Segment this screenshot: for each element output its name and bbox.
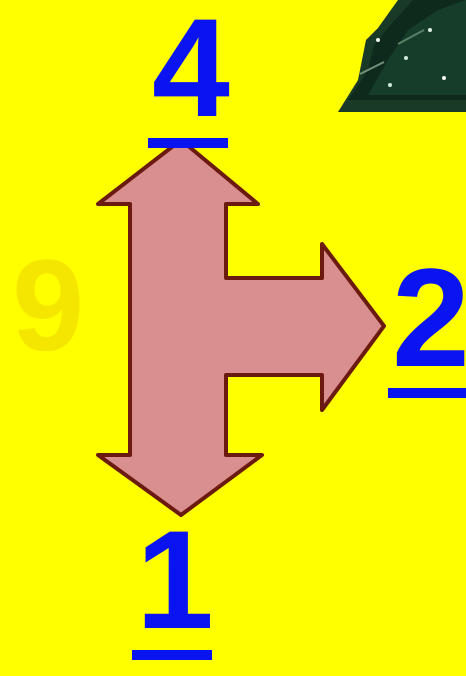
number-bottom: 1 <box>132 510 214 660</box>
number-top: 4 <box>148 0 230 148</box>
faded-digit: 9 <box>12 232 85 378</box>
number-right: 2 <box>388 248 466 398</box>
christmas-tree-image <box>338 0 466 112</box>
